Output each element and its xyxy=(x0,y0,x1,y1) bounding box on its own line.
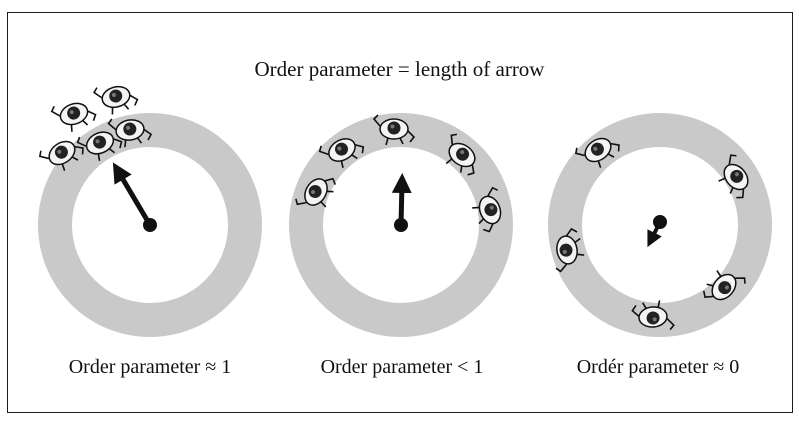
arrow-origin xyxy=(653,215,667,229)
arrow-origin xyxy=(143,218,157,232)
panel-2 xyxy=(289,113,513,337)
order-arrow xyxy=(391,173,412,226)
order-arrow xyxy=(112,162,153,227)
figure-title: Order parameter = length of arrow xyxy=(254,57,545,81)
panel-3-caption: Ordér parameter ≈ 0 xyxy=(576,356,740,378)
panel-1 xyxy=(36,77,262,337)
panel-2-caption: Order parameter < 1 xyxy=(320,356,484,378)
panel-3 xyxy=(548,113,772,337)
runner-figure xyxy=(92,77,141,119)
panel-1-caption: Order parameter ≈ 1 xyxy=(68,356,232,378)
arrow-origin xyxy=(394,218,408,232)
runner-figure xyxy=(49,93,100,137)
track-ring xyxy=(38,113,262,337)
